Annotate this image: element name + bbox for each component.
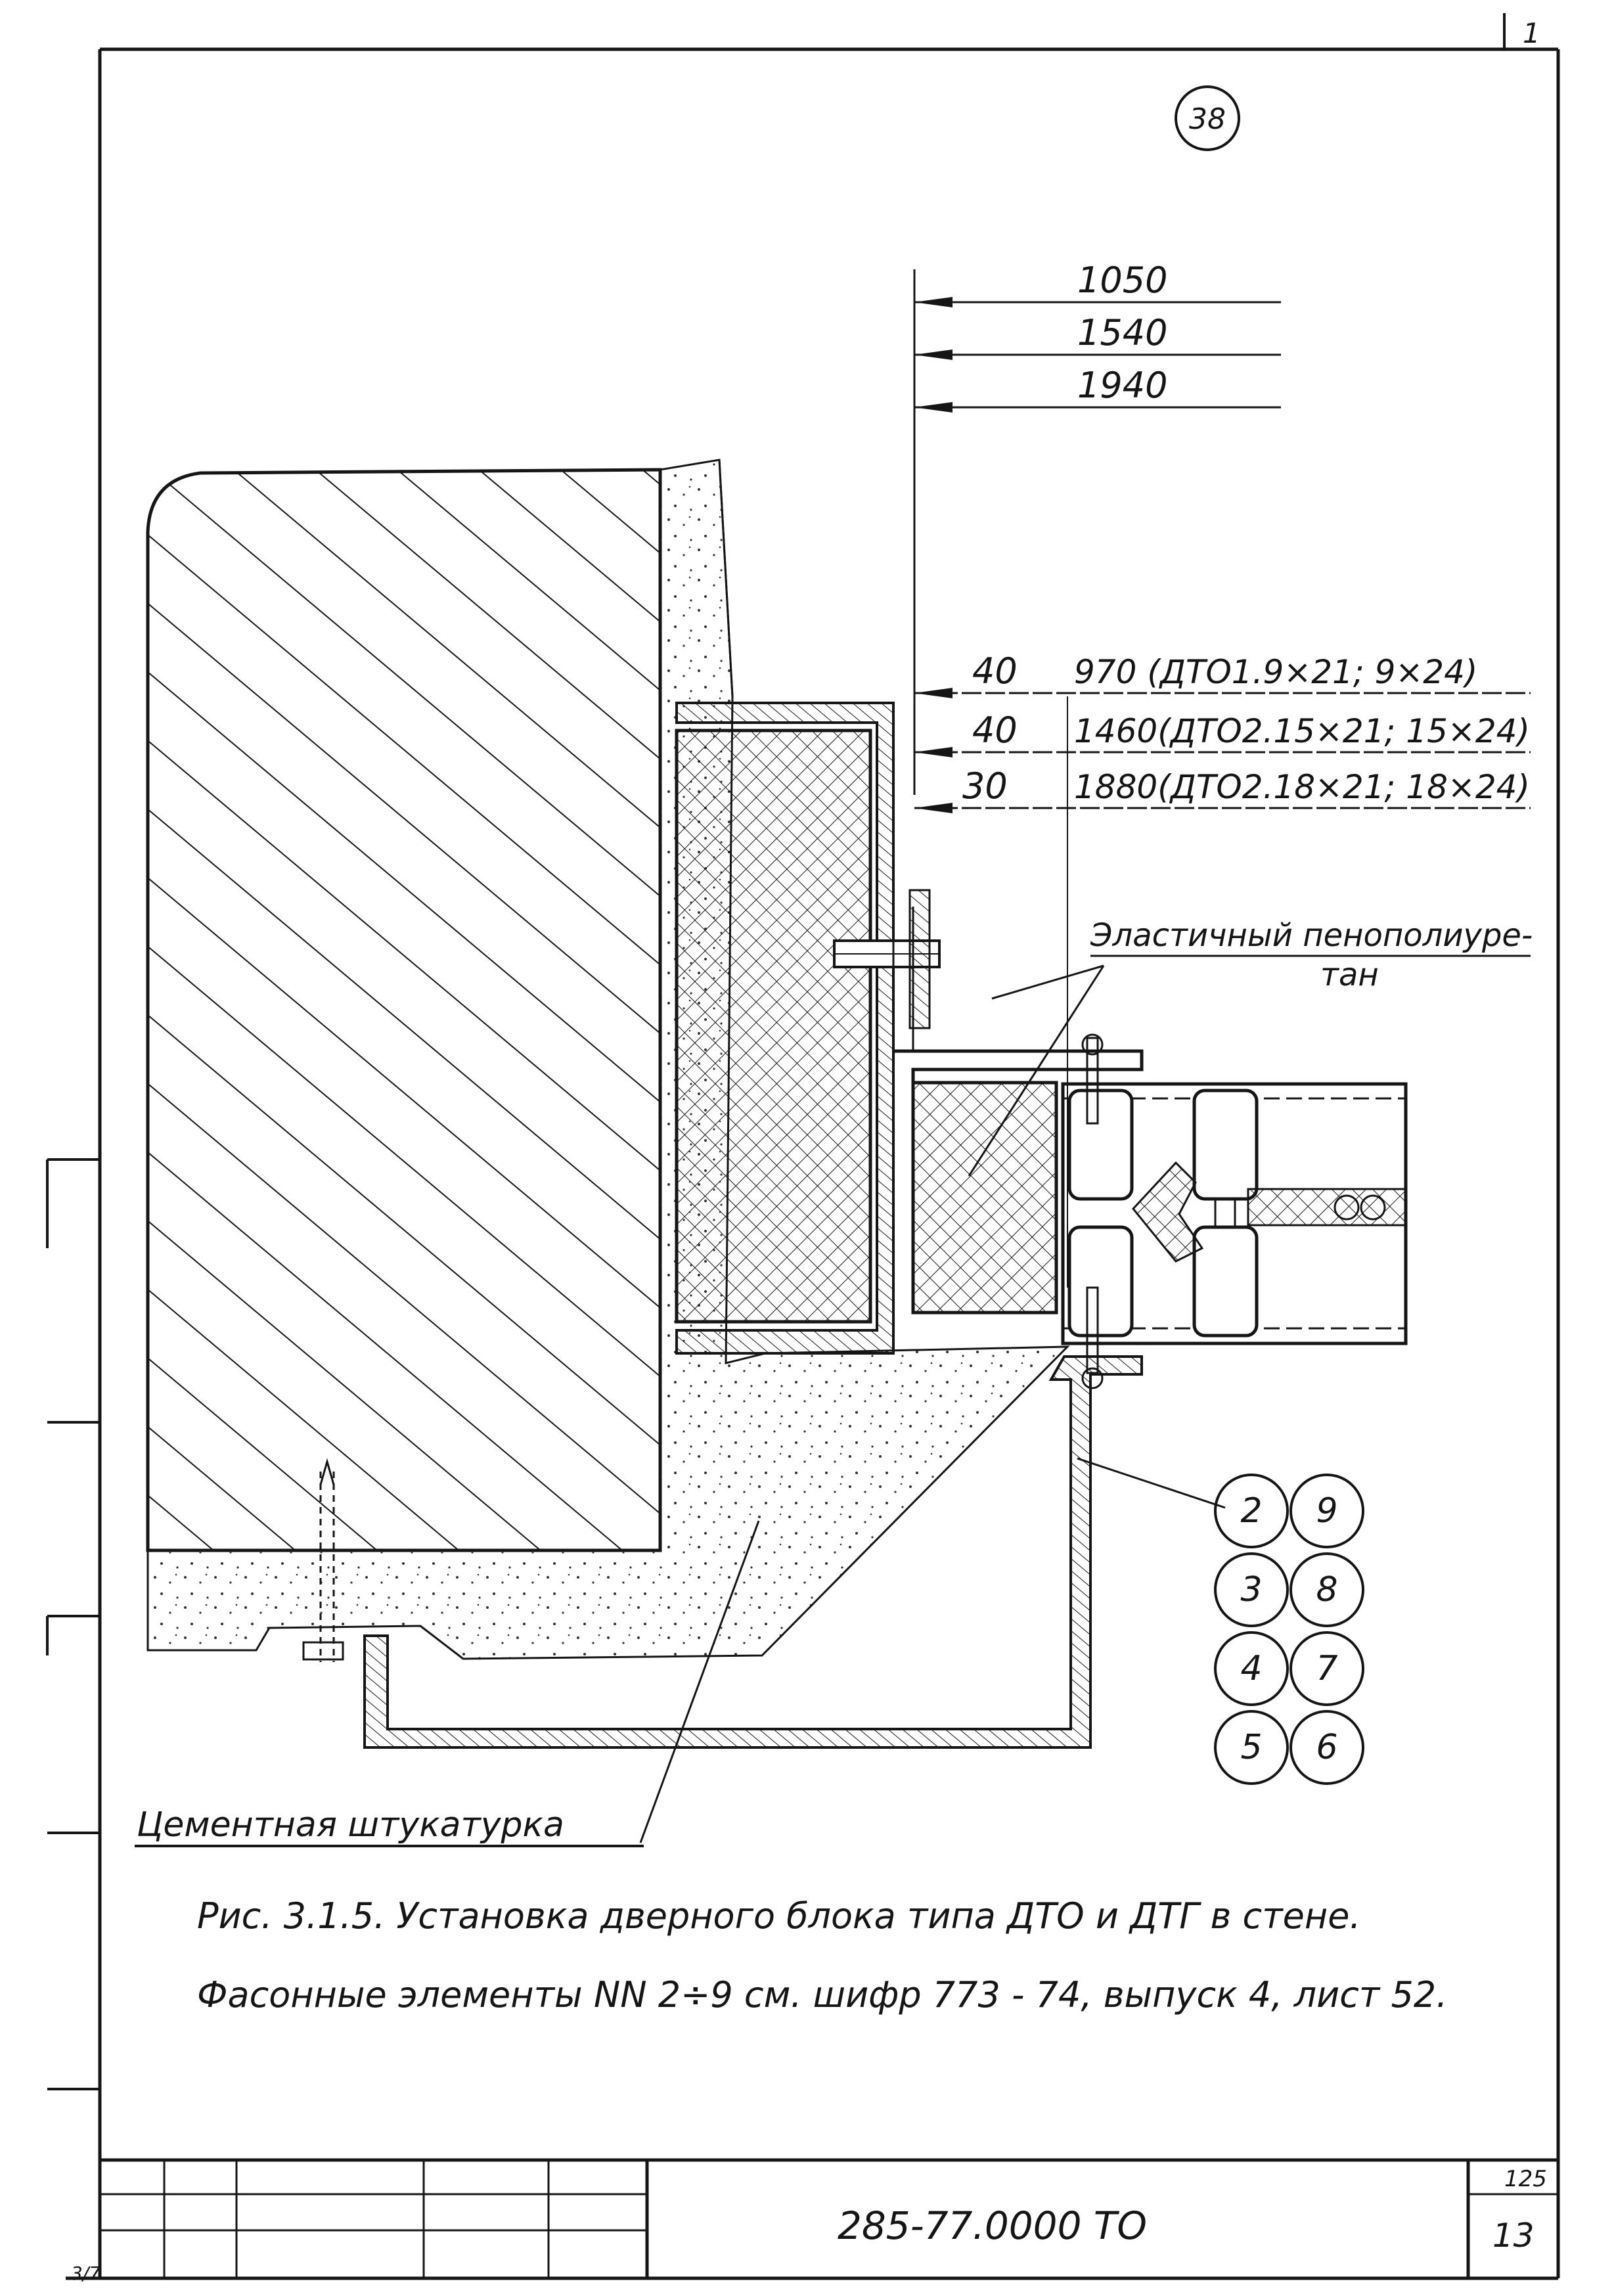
label-elastic-cont: тан [1320, 957, 1379, 993]
dim-top-1: 1050 [1077, 259, 1167, 301]
element-9: 9 [1316, 1491, 1337, 1531]
page-number: 13 [1492, 2217, 1535, 2255]
dim-lower-right-3: 1880(ДТО2.18×21; 18×24) [1074, 768, 1530, 806]
cement-leader [639, 1520, 760, 1843]
masonry-wall [146, 468, 662, 1552]
dim-lower-left-3: 30 [962, 765, 1008, 807]
dim-top-3: 1940 [1077, 365, 1167, 406]
element-8: 8 [1316, 1570, 1337, 1609]
element-5: 5 [1240, 1728, 1262, 1767]
dim-lower-left-2: 40 [972, 709, 1018, 751]
dim-lower-right-1: 970 (ДТО1.9×21; 9×24) [1074, 653, 1477, 691]
elastic-leaders [968, 964, 1105, 1177]
top-dimension-lines [913, 269, 1281, 795]
dim-top-2: 1540 [1077, 312, 1167, 353]
side-note: 3/7 [71, 2262, 101, 2284]
caption-line-2: Фасонные элементы NN 2÷9 см. шифр 773 - … [197, 1974, 1447, 2015]
element-2: 2 [1240, 1491, 1262, 1531]
drawing-number-circle [1175, 85, 1240, 151]
insulation-main [675, 729, 872, 1324]
insulation-secondary [911, 1081, 1058, 1315]
document-code: 285-77.0000 ТО [838, 2203, 1147, 2248]
element-3: 3 [1240, 1570, 1262, 1609]
elements-leader [1077, 1457, 1226, 1509]
drawing-number: 38 [1189, 102, 1226, 136]
top-angle [893, 1049, 1144, 1083]
dim-lower-left-1: 40 [972, 650, 1018, 692]
title-block [100, 2158, 1558, 2278]
caption-line-1: Рис. 3.1.5. Установка дверного блока тип… [197, 1895, 1361, 1937]
sheet-frame [46, 13, 1560, 2280]
element-6: 6 [1316, 1728, 1337, 1767]
stamp-top: 125 [1504, 2166, 1547, 2192]
element-4: 4 [1240, 1649, 1262, 1688]
label-cement: Цементная штукатурка [137, 1805, 564, 1845]
floor-anchor [302, 1458, 344, 1662]
dim-lower-right-2: 1460(ДТО2.15×21; 15×24) [1074, 712, 1530, 750]
door-leaf-section [1061, 1033, 1408, 1389]
element-callouts [1214, 1474, 1364, 1785]
corner-number: 1 [1523, 17, 1540, 49]
element-7: 7 [1316, 1649, 1337, 1688]
label-elastic: Эластичный пенополиуре- [1090, 917, 1533, 954]
lower-dimension-lines [914, 688, 1531, 1288]
bottom-angle-profile [363, 1355, 1143, 1749]
